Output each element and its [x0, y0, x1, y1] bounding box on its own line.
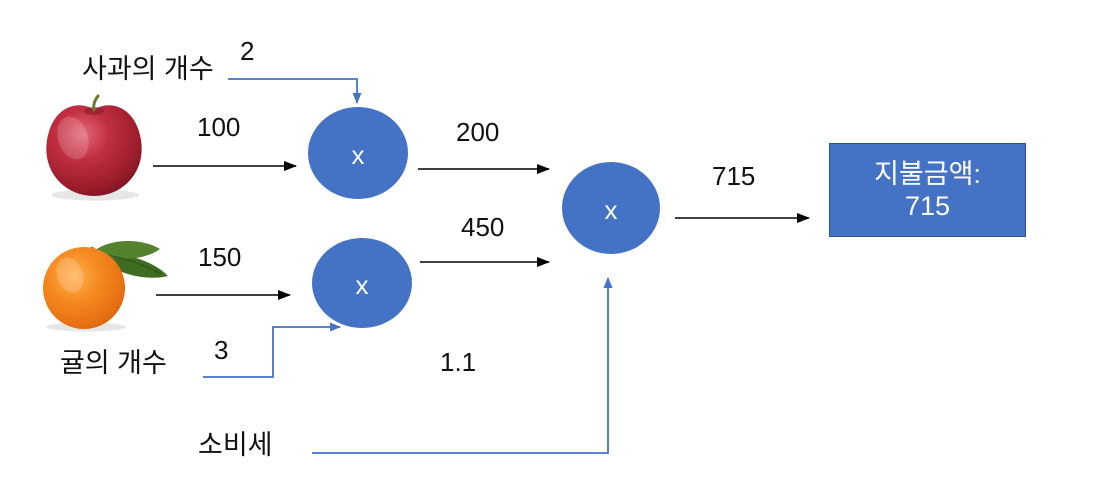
node-multiply-tax-symbol: x — [605, 195, 618, 225]
result-box: 지불금액: 715 — [829, 143, 1026, 237]
value-apple-subtotal: 200 — [456, 117, 500, 147]
label-apple-count: 사과의 개수 — [82, 54, 214, 84]
tangerine-image — [43, 241, 168, 332]
connector-tax — [312, 277, 613, 454]
value-tangerine-subtotal: 450 — [461, 212, 505, 242]
node-multiply-apple-symbol: x — [352, 140, 365, 170]
value-tangerine-price: 150 — [198, 242, 242, 272]
value-tax-rate: 1.1 — [440, 347, 477, 377]
value-total: 715 — [712, 161, 756, 191]
value-apple-qty: 2 — [240, 36, 255, 66]
node-multiply-tangerine: x — [312, 238, 412, 328]
result-box-title: 지불금액: — [874, 158, 981, 189]
node-multiply-apple: x — [308, 107, 408, 199]
node-multiply-tangerine-symbol: x — [356, 270, 369, 300]
apple-image — [46, 94, 142, 201]
connector-tangerine-qty — [203, 322, 341, 378]
label-tangerine-count: 귤의 개수 — [60, 348, 167, 378]
node-multiply-tax: x — [562, 162, 660, 254]
value-tangerine-qty: 3 — [214, 335, 229, 365]
connector-apple-qty — [228, 78, 362, 104]
label-consumption-tax: 소비세 — [198, 430, 273, 460]
result-box-amount: 715 — [904, 191, 951, 221]
value-apple-price: 100 — [197, 112, 241, 142]
